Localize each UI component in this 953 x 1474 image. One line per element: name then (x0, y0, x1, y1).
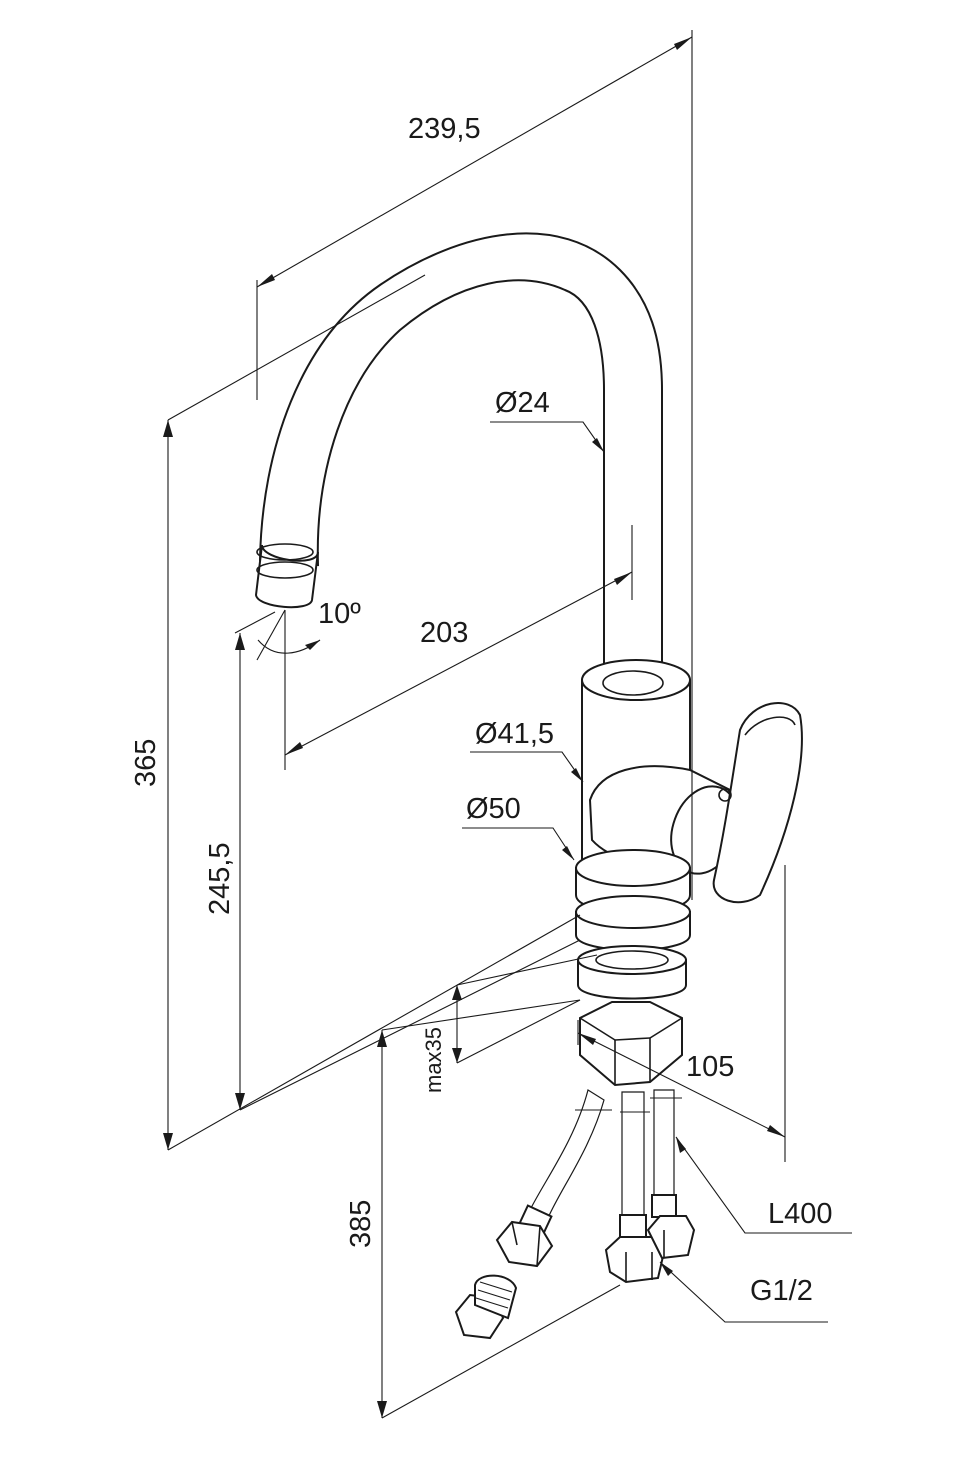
label-spout-height: 245,5 (204, 842, 236, 915)
hose-fittings (454, 1194, 696, 1340)
label-connection-thread: G1/2 (750, 1275, 813, 1307)
label-spout-reach: 203 (420, 617, 468, 649)
label-spout-diameter: Ø24 (495, 387, 550, 419)
label-max-counter-thickness: max35 (421, 1027, 446, 1093)
label-below-counter: 385 (345, 1200, 377, 1248)
label-total-height: 365 (130, 739, 162, 787)
dimension-lines (163, 30, 852, 1419)
faucet-base (575, 849, 691, 1087)
label-hose-length: L400 (768, 1198, 833, 1230)
label-body-diameter: Ø41,5 (475, 718, 554, 750)
label-base-diameter: Ø50 (466, 793, 521, 825)
label-handle-projection: 105 (686, 1051, 734, 1083)
label-total-length: 239,5 (408, 113, 481, 145)
label-spout-angle: 10º (318, 598, 361, 630)
flexible-hoses (529, 1089, 675, 1219)
dimension-labels: 239,5 Ø24 10º 203 Ø41,5 Ø50 105 L400 G1/… (130, 113, 833, 1307)
faucet-spout (254, 232, 663, 681)
